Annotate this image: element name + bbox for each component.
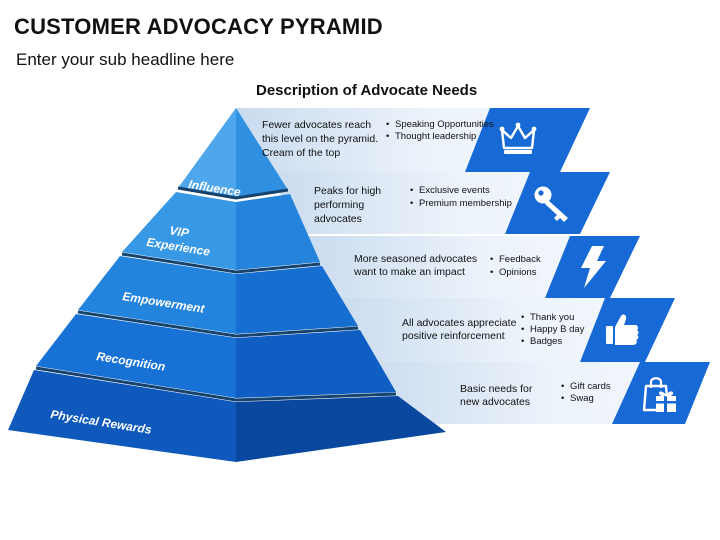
bullets-influence: •Speaking Opportunities •Thought leaders… [386, 119, 496, 142]
bullets-vip-experience: •Exclusive events •Premium membership [410, 185, 512, 209]
lightning-icon [581, 246, 606, 288]
description-recognition: All advocates appreciate positive reinfo… [402, 317, 519, 342]
diagram-heading: Description of Advocate Needs [256, 82, 478, 99]
key-icon [534, 186, 568, 222]
crown-icon [499, 122, 537, 154]
bullets-recognition: •Thank you •Happy B day •Badges [521, 312, 587, 347]
slide-title: CUSTOMER ADVOCACY PYRAMID [14, 14, 383, 39]
description-physical-rewards: Basic needs for new advocates [460, 383, 535, 408]
bullets-empowerment: •Feedback •Opinions [490, 254, 543, 278]
slide-subtitle: Enter your sub headline here [16, 50, 235, 69]
level-label-vip-line1: VIP [169, 223, 191, 240]
pyramid [8, 108, 446, 462]
gift-bag-icon [642, 377, 676, 412]
pyramid-tier-physical-rewards [8, 370, 236, 462]
ribbon-vip-experience [270, 172, 610, 234]
pyramid-tier-empowerment [78, 256, 236, 334]
bullets-physical-rewards: •Gift cards •Swag [561, 381, 613, 404]
pyramid-tier-recognition [36, 314, 236, 398]
description-vip-experience: Peaks for high performing advocates [314, 185, 384, 225]
description-influence: Fewer advocates reach this level on the … [262, 119, 381, 159]
ribbon-influence [236, 108, 590, 172]
pyramid-tier-influence [178, 108, 236, 198]
pyramid-tier-vip-experience [122, 192, 236, 270]
thumbs-up-icon [606, 314, 639, 345]
description-empowerment: More seasoned advocates want to make an … [353, 253, 480, 278]
